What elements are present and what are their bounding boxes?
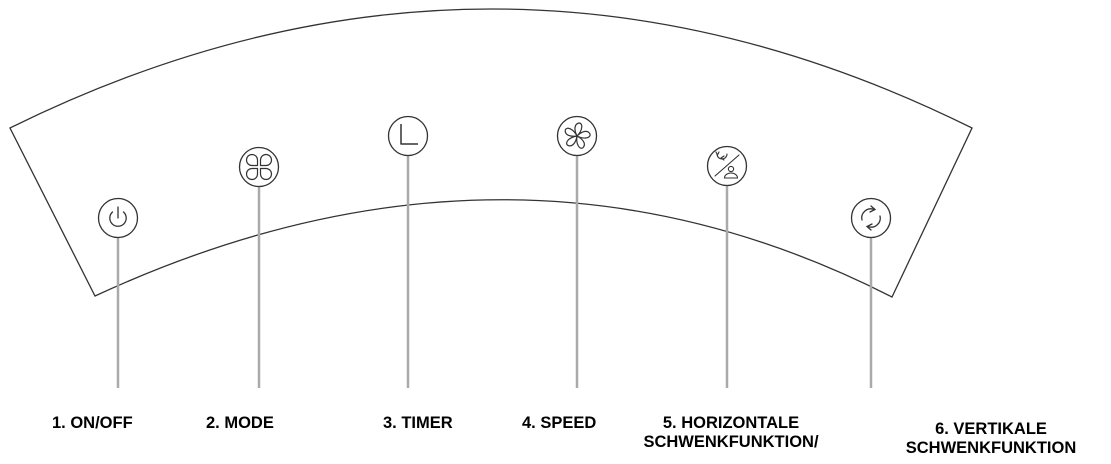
label-mode: 2. MODE — [206, 414, 274, 432]
timer-icon — [400, 124, 418, 145]
vertical-swing-icon — [861, 205, 881, 231]
horizontal-swing-button[interactable] — [706, 145, 748, 187]
horizontal-swing-icon — [714, 151, 740, 179]
label-timer: 3. TIMER — [383, 414, 453, 432]
label-horizontal-swing: 5. HORIZONTALE SCHWENKFUNKTION/ — [643, 414, 819, 451]
timer-button[interactable] — [387, 115, 429, 157]
control-panel-outline — [9, 8, 973, 298]
vertical-swing-button[interactable] — [850, 197, 892, 239]
label-on-off: 1. ON/OFF — [52, 414, 133, 432]
label-vertical-swing: 6. VERTIKALE SCHWENKFUNKTION — [905, 420, 1077, 457]
mode-icon — [245, 153, 273, 181]
speed-button[interactable] — [556, 115, 598, 157]
on-off-button[interactable] — [97, 197, 139, 239]
label-speed: 4. SPEED — [522, 414, 597, 432]
power-icon — [109, 206, 127, 227]
fan-speed-icon — [564, 122, 591, 149]
mode-button[interactable] — [238, 146, 280, 188]
